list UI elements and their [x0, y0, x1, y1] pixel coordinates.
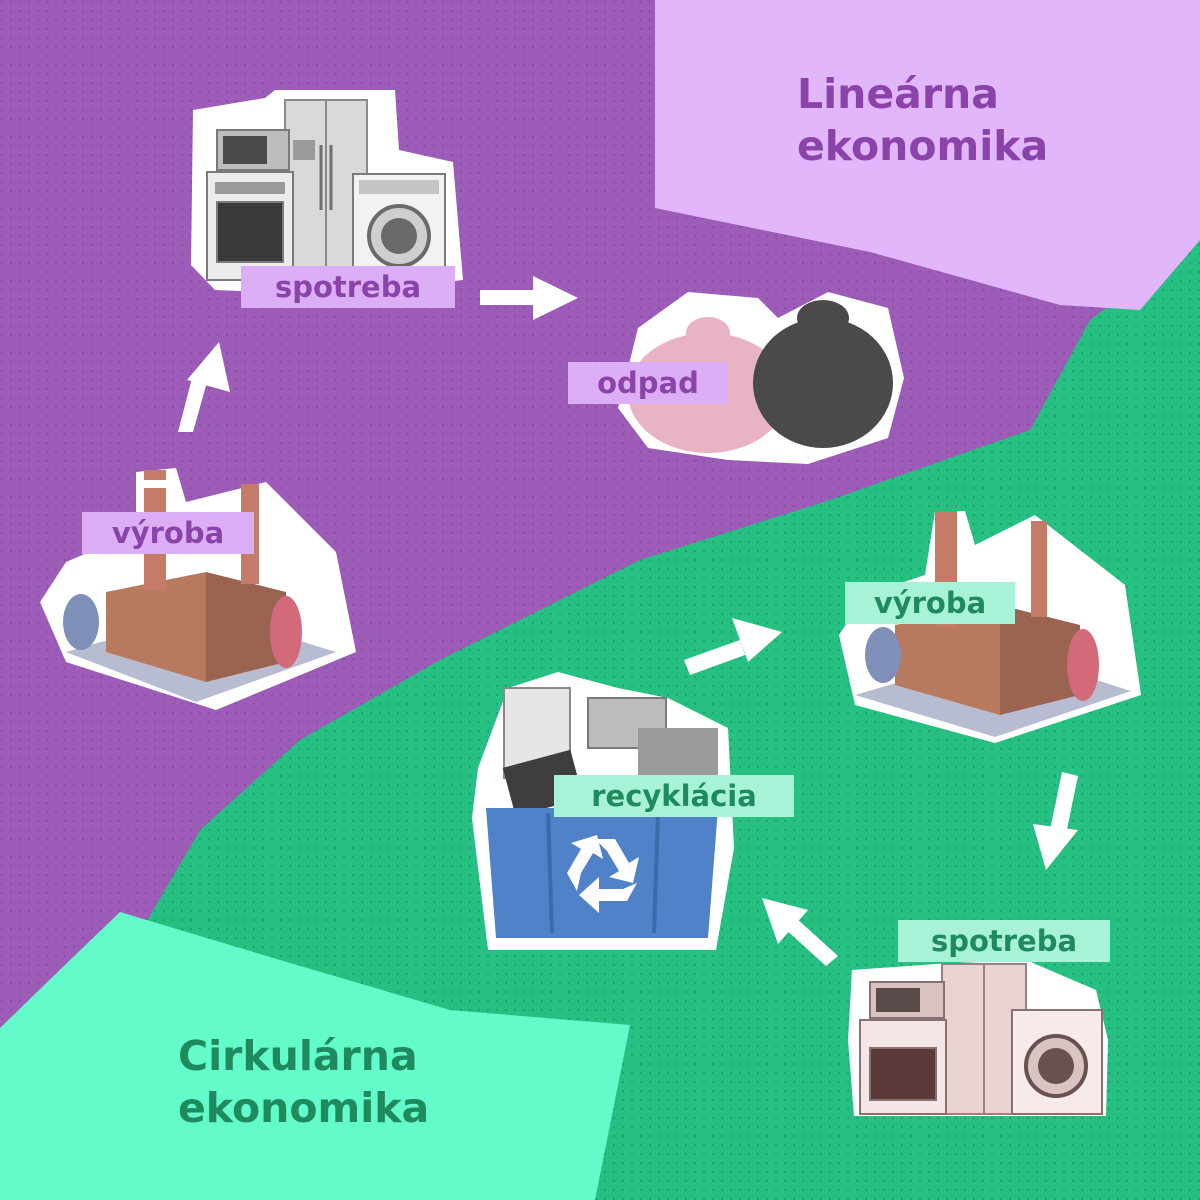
linear-waste-label: odpad [568, 362, 728, 404]
linear-title-line-1: Lineárna [797, 70, 999, 118]
factory-icon [40, 468, 356, 710]
linear-consumption-label: spotreba [241, 266, 455, 308]
circular-production-label: výroba [845, 582, 1015, 624]
linear-production-label: výroba [82, 512, 254, 554]
circular-consumption-label: spotreba [898, 920, 1110, 962]
appliances-icon [848, 960, 1108, 1116]
factory-icon [839, 511, 1141, 743]
recycle-symbol [567, 835, 639, 913]
circular-title-line-2: ekonomika [178, 1084, 430, 1132]
circular-title-line-1: Cirkulárna [178, 1032, 418, 1080]
garbage-bags-icon [618, 292, 904, 464]
linear-title-line-2: ekonomika [797, 122, 1049, 170]
circular-recycling-label: recyklácia [554, 775, 794, 817]
appliances-icon [191, 90, 463, 295]
linear-title-panel [655, 0, 1200, 310]
circular-economy-title: Cirkulárna ekonomika [178, 1030, 429, 1134]
linear-economy-title: Lineárna ekonomika [797, 68, 1048, 172]
circular-title-panel [0, 912, 630, 1200]
